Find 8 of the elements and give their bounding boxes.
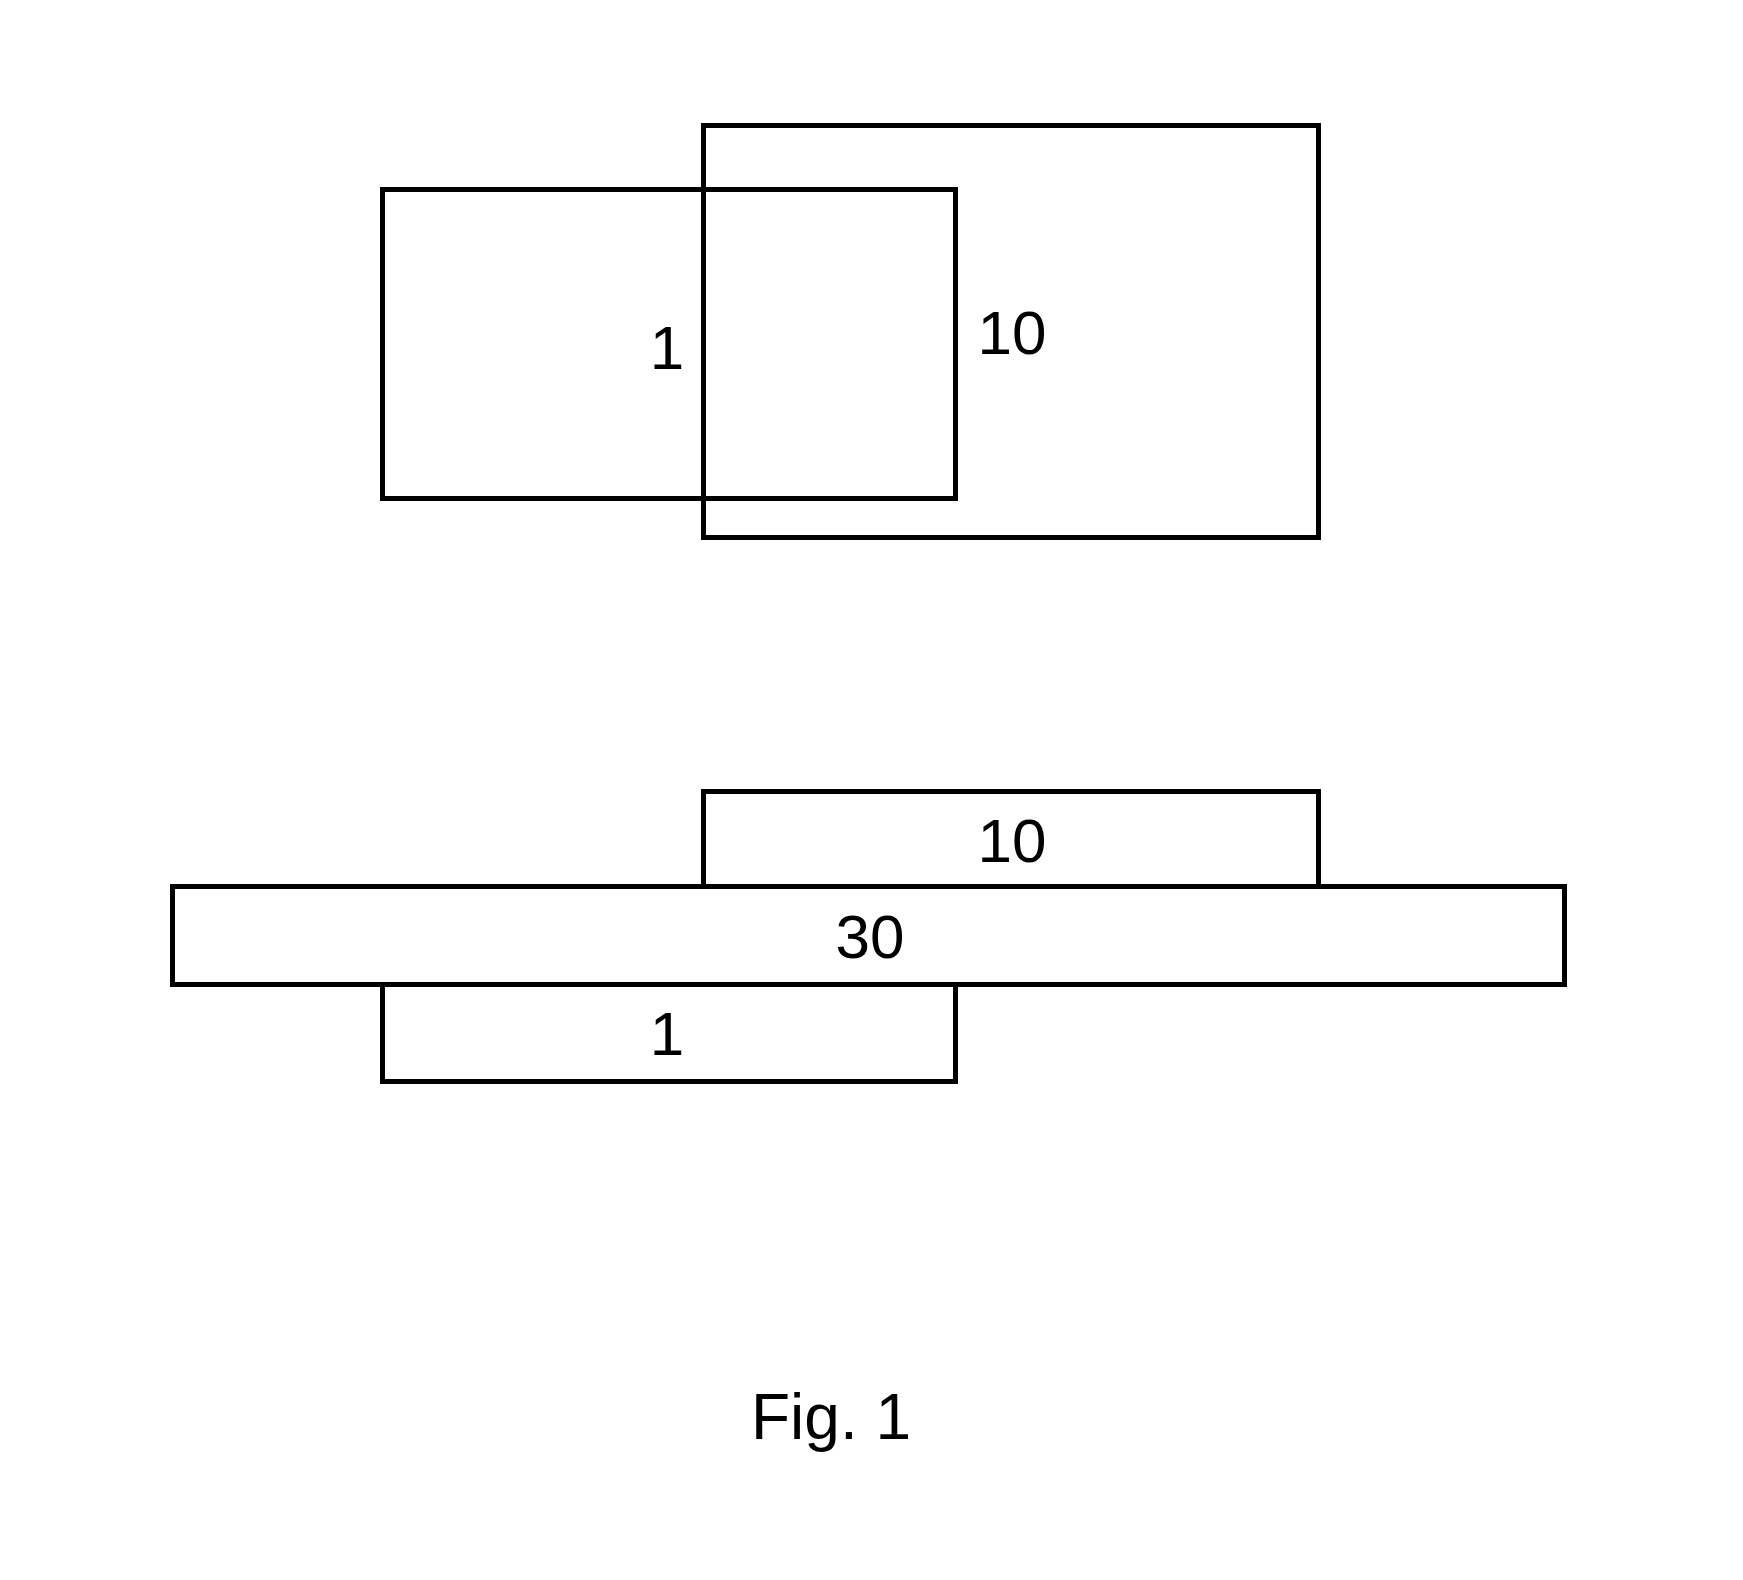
reference-numeral: 1 — [649, 317, 685, 379]
reference-numeral: 10 — [977, 810, 1047, 872]
reference-numeral: 30 — [835, 906, 905, 968]
reference-numeral: 10 — [977, 302, 1047, 364]
reference-numeral: 1 — [649, 1003, 685, 1065]
component-box — [701, 123, 1321, 540]
layer-box — [170, 884, 1567, 987]
component-box — [380, 187, 958, 501]
